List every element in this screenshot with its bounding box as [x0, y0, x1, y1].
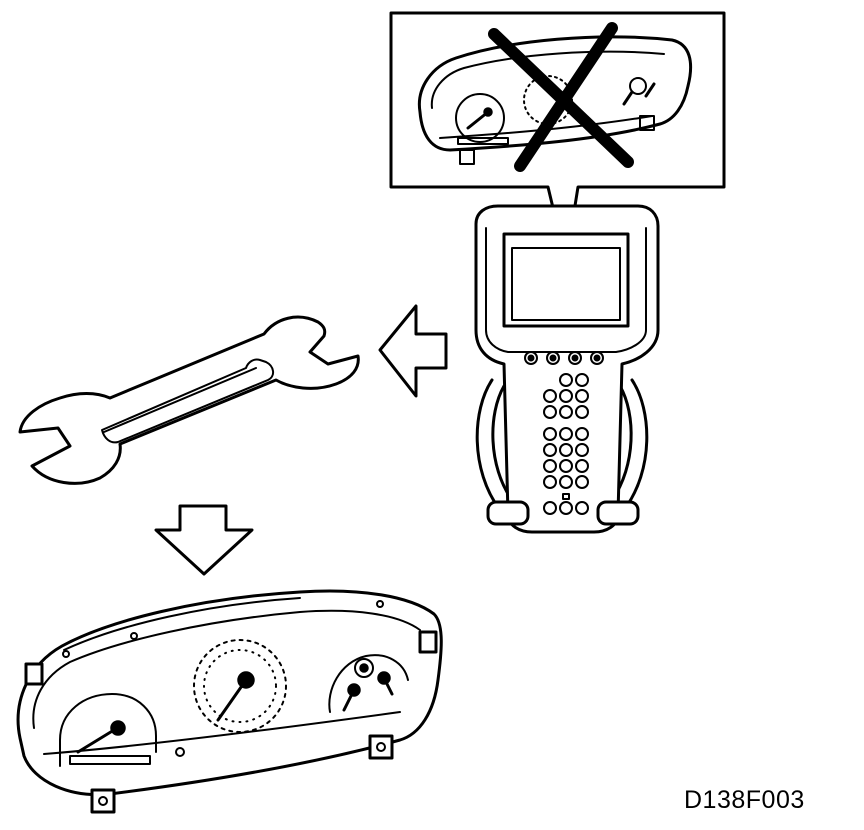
wrench-icon	[18, 315, 360, 485]
arrow-down-icon	[154, 504, 254, 576]
figure-code-label: D138F003	[684, 786, 805, 814]
handheld-tester-icon	[474, 204, 660, 534]
x-mark-icon	[488, 22, 634, 172]
arrow-left-icon	[378, 304, 448, 398]
instrument-cluster-icon	[16, 589, 443, 814]
